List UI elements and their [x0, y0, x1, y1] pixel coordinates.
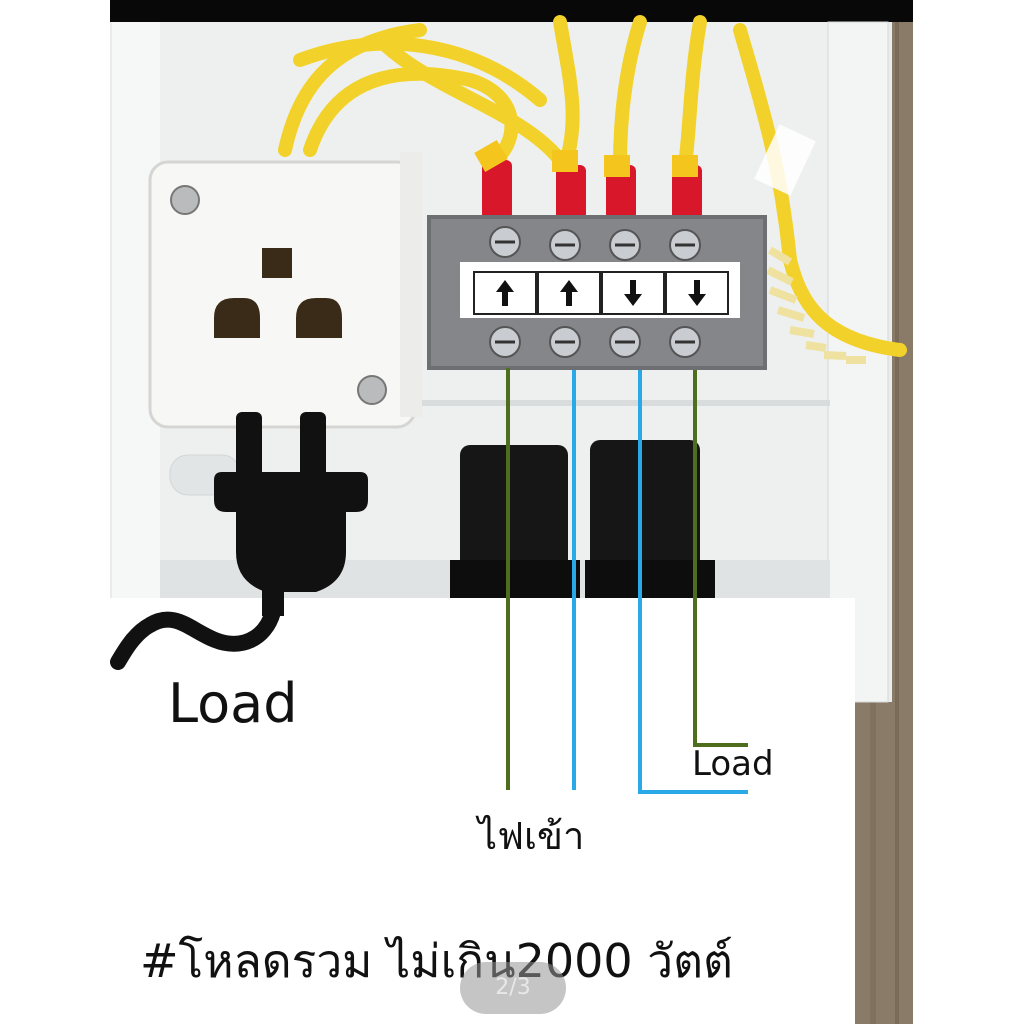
terminal-block — [427, 215, 767, 370]
blue-line-load — [638, 370, 748, 794]
screw-icon — [357, 375, 387, 405]
spiral-wrap — [766, 246, 866, 364]
cable-tie — [754, 124, 816, 196]
arrow-up-icon — [496, 280, 514, 306]
wall-socket — [148, 152, 422, 429]
annotation-lines — [506, 368, 748, 794]
green-line-load — [693, 370, 748, 747]
plug-icon — [110, 412, 368, 670]
wire-ferrules — [474, 139, 702, 220]
plug-load-label: Load — [168, 672, 298, 735]
yellow-wires — [278, 15, 907, 357]
incoming-power-label: ไฟเข้า — [478, 814, 585, 858]
caption-text: #โหลดรวม ไม่เกิน2000 วัตต์ — [140, 934, 733, 988]
load-output-label: Load — [692, 744, 774, 784]
arrow-up-icon — [560, 280, 578, 306]
arrow-down-icon — [624, 280, 642, 306]
page-indicator: 2/3 — [460, 962, 566, 1014]
top-black-bar — [110, 0, 913, 22]
screw-icon — [170, 185, 200, 215]
white-overlay — [110, 598, 855, 1024]
arrow-down-icon — [688, 280, 706, 306]
